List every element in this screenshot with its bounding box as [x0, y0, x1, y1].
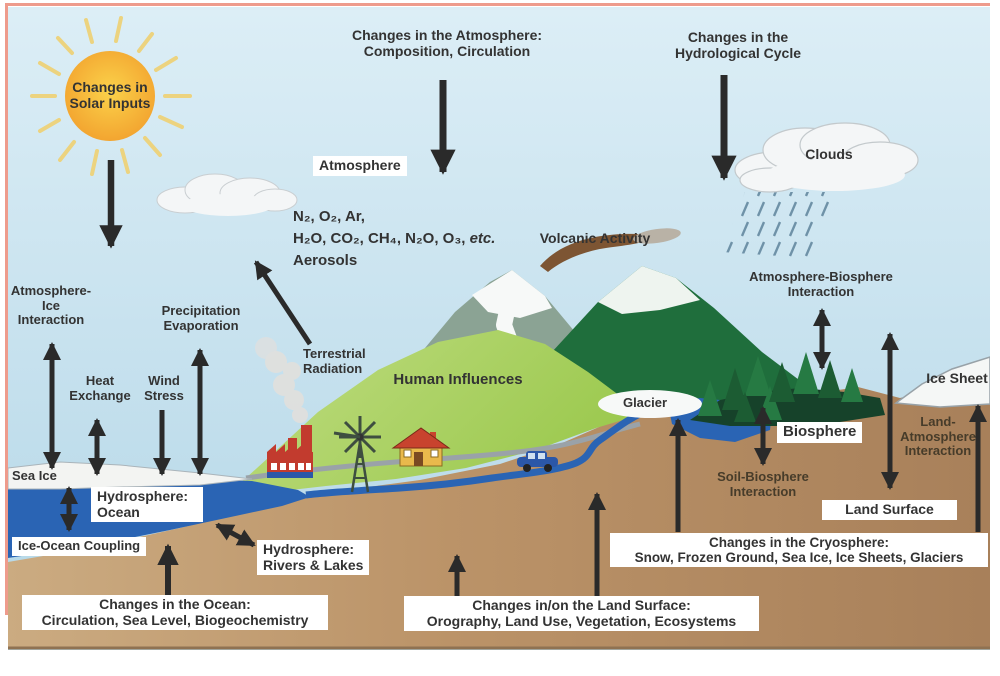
atmosphere-composition-label: N₂, O₂, Ar, H₂O, CO₂, CH₄, N₂O, O₃, etc.…	[293, 208, 496, 269]
road	[245, 421, 641, 481]
volcanic-activity-label: Volcanic Activity	[539, 230, 651, 246]
sea-ice-label: Sea Ice	[12, 468, 57, 483]
hydrosphere-ocean-box: Hydrosphere:Ocean	[91, 487, 203, 523]
border-top	[6, 3, 990, 6]
green-hill	[236, 330, 650, 491]
ice-ocean-coupling-box: Ice-Ocean Coupling	[12, 537, 147, 556]
arrow-rivers-lakes	[215, 522, 256, 548]
sun-icon	[30, 16, 192, 176]
factory-icon	[255, 337, 313, 478]
ocean-changes-box: Changes in the Ocean:Circulation, Sea Le…	[22, 595, 328, 631]
hydrosphere-rivers-box: Hydrosphere:Rivers & Lakes	[257, 540, 370, 576]
land	[8, 387, 990, 648]
atmosphere-changes-label: Changes in the Atmosphere:Composition, C…	[351, 27, 543, 59]
cryosphere-changes-box: Changes in the Cryosphere:Snow, Frozen G…	[610, 533, 988, 568]
human-influences-label: Human Influences	[393, 371, 523, 388]
house-icon	[391, 427, 451, 467]
arrows	[43, 75, 987, 596]
ice-sheet-label: Ice Sheet	[926, 370, 988, 386]
river	[305, 406, 650, 499]
clouds-label: Clouds	[805, 146, 853, 162]
glacier-label: Glacier	[622, 395, 668, 410]
windmill-icon	[333, 416, 381, 493]
car-icon	[517, 451, 558, 472]
volcano-plume-icon	[540, 228, 681, 272]
rain-cloud-icon	[722, 122, 919, 258]
land-surface-box: Land Surface	[822, 500, 957, 520]
small-cloud-icon	[156, 173, 298, 216]
border-left	[5, 3, 8, 615]
biosphere-box: Biosphere	[777, 422, 863, 443]
arrow-terrestrial-radiation	[253, 260, 313, 346]
forest-icon	[690, 352, 885, 426]
glacier-tongue	[598, 390, 702, 418]
atmosphere-box: Atmosphere	[313, 156, 407, 176]
land-changes-box: Changes in/on the Land Surface:Orography…	[404, 596, 759, 632]
